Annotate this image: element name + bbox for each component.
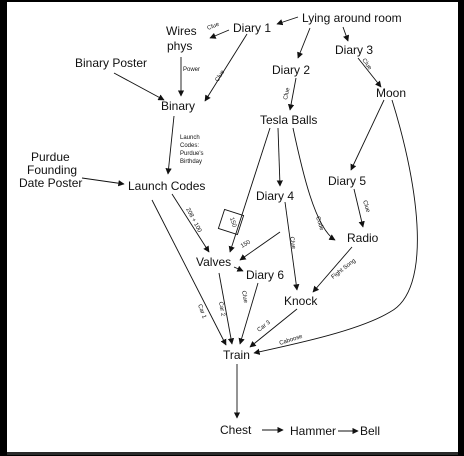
edge-label-clue-diary1-wires: Clue <box>207 21 221 31</box>
node-valves: Valves <box>196 255 231 269</box>
edge-diary1-to-wires <box>209 29 230 39</box>
edge-label-power: Power <box>183 67 200 73</box>
node-purdue-poster-line1: Purdue <box>31 150 70 164</box>
node-diary-2: Diary 2 <box>272 63 310 77</box>
edge-diary1-to-binary <box>204 33 248 102</box>
edge-binary-to-launch-codes <box>165 115 175 175</box>
node-diary-6: Diary 6 <box>246 268 284 282</box>
node-diary-1: Diary 1 <box>233 21 271 35</box>
label-box-150 <box>217 208 245 236</box>
node-train: Train <box>223 348 250 362</box>
node-moon: Moon <box>376 86 406 100</box>
edge-label-code: Code <box>314 216 324 232</box>
edge-diary5-to-radio <box>353 188 365 228</box>
edge-lying-to-diary2 <box>297 27 311 59</box>
edge-diary6-to-train <box>238 282 259 345</box>
node-radio: Radio <box>347 231 379 245</box>
edge-moon-to-diary5 <box>350 99 385 171</box>
edge-diary4-to-valves <box>239 231 281 261</box>
node-hammer: Hammer <box>290 424 336 438</box>
edge-label-208-plus-100: 208 + 100 <box>184 207 202 234</box>
node-lying-around-room: Lying around room <box>302 11 402 25</box>
edge-tesla-to-valves-150 <box>228 127 271 253</box>
node-launch-codes: Launch Codes <box>128 179 205 193</box>
edge-label-car-3: Car 3 <box>257 319 273 333</box>
edge-label-launch-codes-line3: Purdue's <box>180 151 204 157</box>
edge-launch-codes-to-train <box>151 199 227 346</box>
edge-binary-poster-to-binary <box>113 72 165 101</box>
node-diary-5: Diary 5 <box>328 174 366 188</box>
edge-diary3-to-moon <box>357 57 382 88</box>
edge-radio-to-knock <box>312 246 353 293</box>
node-binary: Binary <box>161 99 195 113</box>
edge-label-150-boxed: 150 <box>228 217 237 229</box>
edge-launch-codes-to-valves <box>171 193 210 253</box>
edge-label-car-1: Car 1 <box>196 304 207 320</box>
edge-lying-to-diary3 <box>342 26 350 42</box>
node-diary-4: Diary 4 <box>256 189 294 203</box>
node-wires-phys-line2: phys <box>167 39 192 53</box>
node-purdue-poster-line3: Date Poster <box>19 176 82 190</box>
node-binary-poster: Binary Poster <box>75 56 147 70</box>
edge-label-150: 150 <box>240 239 252 250</box>
edge-label-clue-diary6-train: Clue <box>240 290 248 304</box>
edge-label-fight-song: Fight Song <box>331 258 358 281</box>
edge-lying-to-diary1 <box>276 16 299 26</box>
node-knock: Knock <box>284 294 318 308</box>
node-bell: Bell <box>360 424 380 438</box>
nodes: Lying around room Diary 1 Wires phys Bin… <box>19 11 406 438</box>
node-wires-phys-line1: Wires <box>166 24 197 38</box>
edge-diary2-to-tesla <box>287 77 297 111</box>
edges <box>81 16 418 435</box>
edge-label-clue-diary3-moon: Clue <box>360 58 372 72</box>
node-tesla-balls: Tesla Balls <box>260 113 317 127</box>
node-purdue-poster-line2: Founding <box>27 163 77 177</box>
edge-label-launch-codes-line2: Codes: <box>180 143 199 149</box>
edge-valves-to-train <box>218 272 235 345</box>
canvas-bottom-edge <box>7 452 458 455</box>
edge-moon-to-train-caboose <box>253 99 418 355</box>
edge-valves-to-diary6 <box>233 265 244 272</box>
edge-label-car-2: Car 2 <box>217 301 226 317</box>
edge-purdue-poster-to-launch-codes <box>81 177 125 187</box>
edge-diary4-to-knock <box>284 201 300 291</box>
edge-label-launch-codes-line4: Birthday <box>180 159 202 165</box>
edge-label-clue-diary4-knock: Clue <box>288 236 296 250</box>
edge-label-clue-diary1-binary: Clue <box>215 69 227 83</box>
edge-label-launch-codes-line1: Launch <box>180 135 200 141</box>
edge-tesla-to-diary4 <box>276 127 283 187</box>
node-chest: Chest <box>220 423 252 437</box>
edge-label-clue-diary5-radio: Clue <box>361 200 371 214</box>
edge-tesla-to-radio <box>292 127 336 241</box>
diagram-canvas <box>7 2 458 452</box>
edge-knock-to-train <box>249 308 298 348</box>
edge-label-clue-diary2-tesla: Clue <box>283 86 292 100</box>
node-diary-3: Diary 3 <box>335 43 373 57</box>
